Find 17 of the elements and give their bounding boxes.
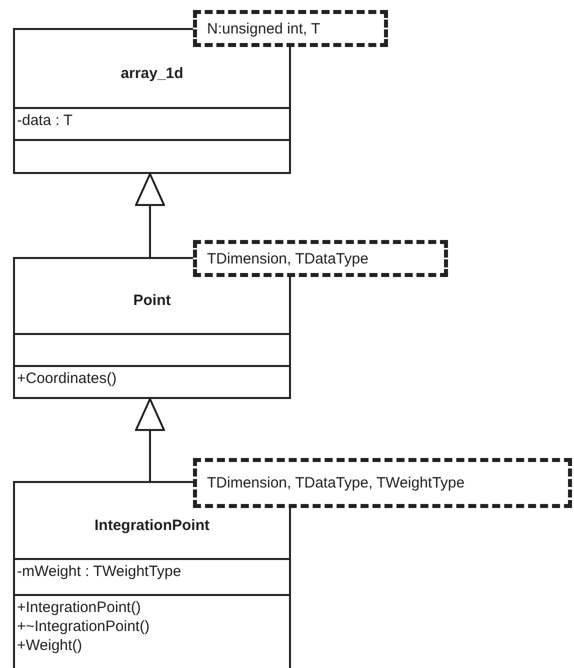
method-text: +IntegrationPoint() — [17, 598, 142, 617]
method-text: +Weight() — [17, 636, 84, 655]
class-name: array_1d — [120, 64, 184, 82]
method-text: +~IntegrationPoint() — [17, 616, 151, 636]
template-parameter-box — [193, 240, 448, 277]
attribute-text: -mWeight : TWeightType — [17, 562, 182, 582]
class-name: IntegrationPoint — [94, 517, 210, 534]
method-text: +Coordinates() — [17, 368, 118, 388]
class-name: Point — [133, 292, 171, 310]
template-parameters: N:unsigned int, T — [207, 20, 320, 37]
inheritance-arrow — [135, 398, 165, 481]
attribute-text: -data : T — [17, 110, 74, 130]
inheritance-arrow — [135, 173, 165, 257]
template-parameter-box — [193, 458, 572, 508]
template-parameters: TDimension, TDataType — [207, 250, 368, 267]
template-parameters: TDimension, TDataType, TWeightType — [207, 474, 465, 492]
template-parameter-box — [193, 10, 388, 47]
